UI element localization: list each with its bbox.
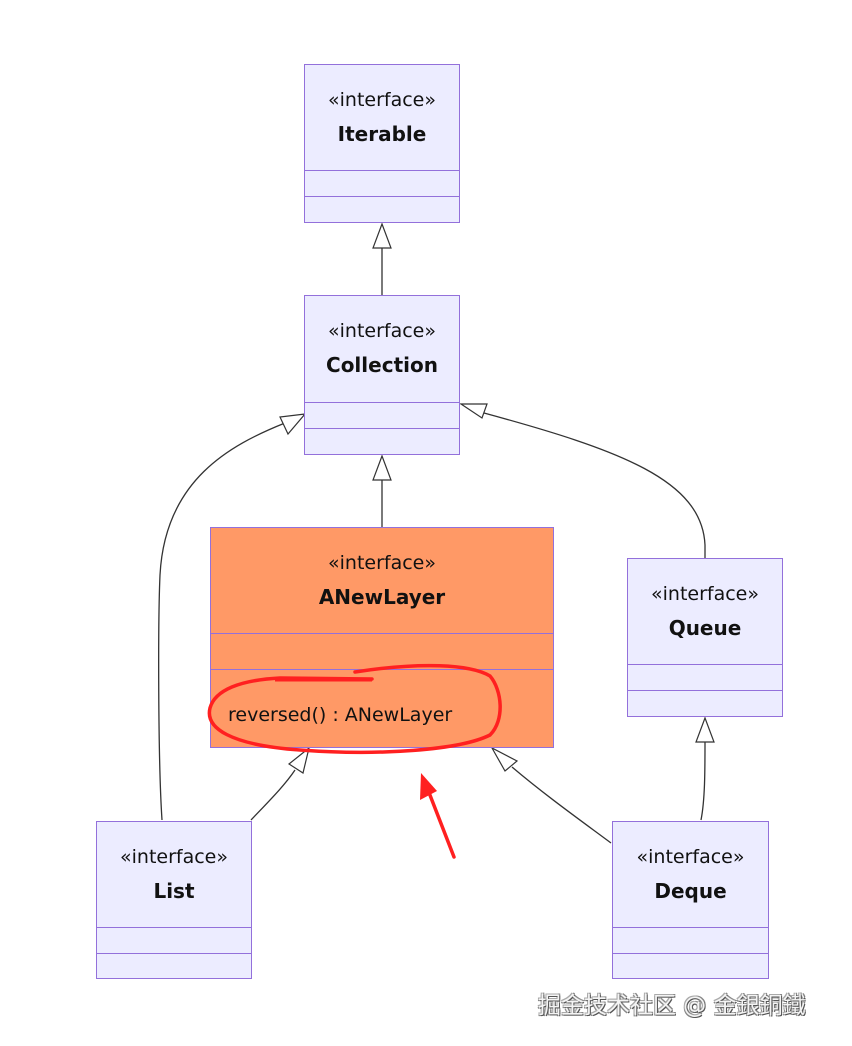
watermark: 掘金技术社区 @ 金銀銅鐵 [538,993,806,1019]
edge-deque-anewlayer [511,766,612,844]
class-queue[interactable]: «interface» Queue [627,558,783,717]
list-stereotype: «interface» [120,846,228,868]
class-iterable[interactable]: «interface» Iterable [304,64,460,223]
attributes-divider [97,927,251,928]
iterable-stereotype: «interface» [328,89,436,111]
arrowhead-collection-from-anewlayer [372,454,392,481]
attributes-divider [211,633,553,634]
attributes-divider [305,402,459,403]
collection-name: Collection [326,353,438,377]
list-name: List [153,879,195,903]
class-deque[interactable]: «interface» Deque [612,821,769,979]
arrowhead-iterable [372,222,392,249]
edge-deque-queue [700,741,706,821]
deque-name: Deque [654,879,727,903]
class-collection[interactable]: «interface» Collection [304,295,460,455]
queue-name: Queue [668,616,742,640]
arrowhead-collection-from-list [279,413,307,436]
deque-stereotype: «interface» [636,846,745,868]
edge-list-anewlayer [250,769,296,821]
collection-stereotype: «interface» [328,320,436,342]
iterable-name: Iterable [337,122,427,146]
edge-queue-collection [483,412,706,558]
methods-divider [97,953,251,954]
arrowhead-anewlayer-from-list [287,746,310,774]
queue-stereotype: «interface» [651,583,759,605]
anewlayer-name: ANewLayer [318,585,446,609]
class-list[interactable]: «interface» List [96,821,252,979]
class-anewlayer[interactable]: «interface» ANewLayer reversed() : ANewL… [210,527,554,748]
methods-divider [305,196,459,197]
anewlayer-stereotype: «interface» [328,552,436,574]
method-reversed: reversed() : ANewLayer [228,704,453,726]
methods-divider [305,428,459,429]
methods-divider [211,669,553,670]
attributes-divider [305,170,459,171]
methods-divider [613,953,768,954]
arrowhead-queue [695,716,715,743]
arrowhead-collection-from-queue [459,403,488,419]
attributes-divider [613,927,768,928]
methods-divider [628,690,782,691]
edge-list-collection [158,422,286,821]
attributes-divider [628,664,782,665]
